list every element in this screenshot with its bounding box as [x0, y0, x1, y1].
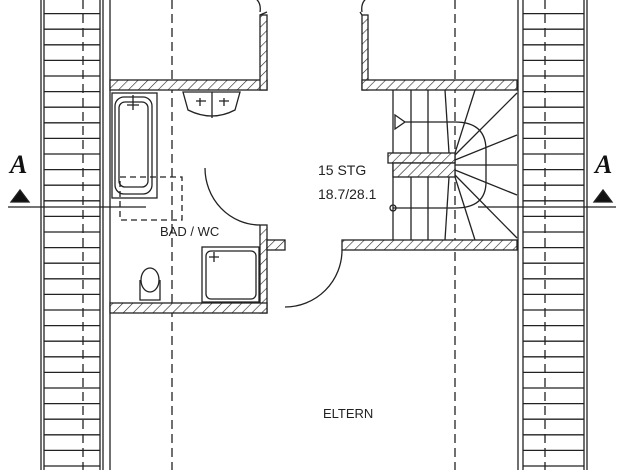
- section-marker-icon: [9, 188, 31, 203]
- stair-tread: [454, 89, 476, 154]
- toilet: [140, 267, 160, 293]
- wall: [259, 14, 268, 91]
- bathtub-inner: [114, 96, 153, 195]
- door-swing: [204, 167, 261, 226]
- stair-landing: [387, 152, 456, 164]
- window-arc: [361, 0, 366, 13]
- wall: [361, 79, 518, 91]
- stair-tread: [454, 176, 476, 241]
- stair-arrow: [394, 113, 455, 131]
- wall: [266, 239, 286, 251]
- shower-tray: [201, 246, 260, 303]
- room-label-parents: ELTERN: [323, 406, 374, 421]
- wall: [109, 302, 268, 314]
- door-swing: [284, 249, 343, 308]
- section-label-left: A: [10, 150, 28, 179]
- wall: [109, 79, 268, 91]
- bathtub: [111, 92, 158, 199]
- wall: [259, 224, 268, 314]
- wall: [341, 239, 518, 251]
- stair-ratio: 18.7/28.1: [318, 186, 377, 202]
- room-label-bath: BAD / WC: [160, 224, 220, 239]
- stair-tread: [454, 92, 518, 156]
- window-arc: [256, 0, 261, 13]
- wall: [361, 14, 369, 91]
- stair-count: 15 STG: [318, 162, 367, 178]
- double-sink: [182, 91, 241, 117]
- dashed-outline: [119, 176, 183, 221]
- section-label-right: A: [595, 150, 613, 179]
- section-marker-icon: [592, 188, 614, 203]
